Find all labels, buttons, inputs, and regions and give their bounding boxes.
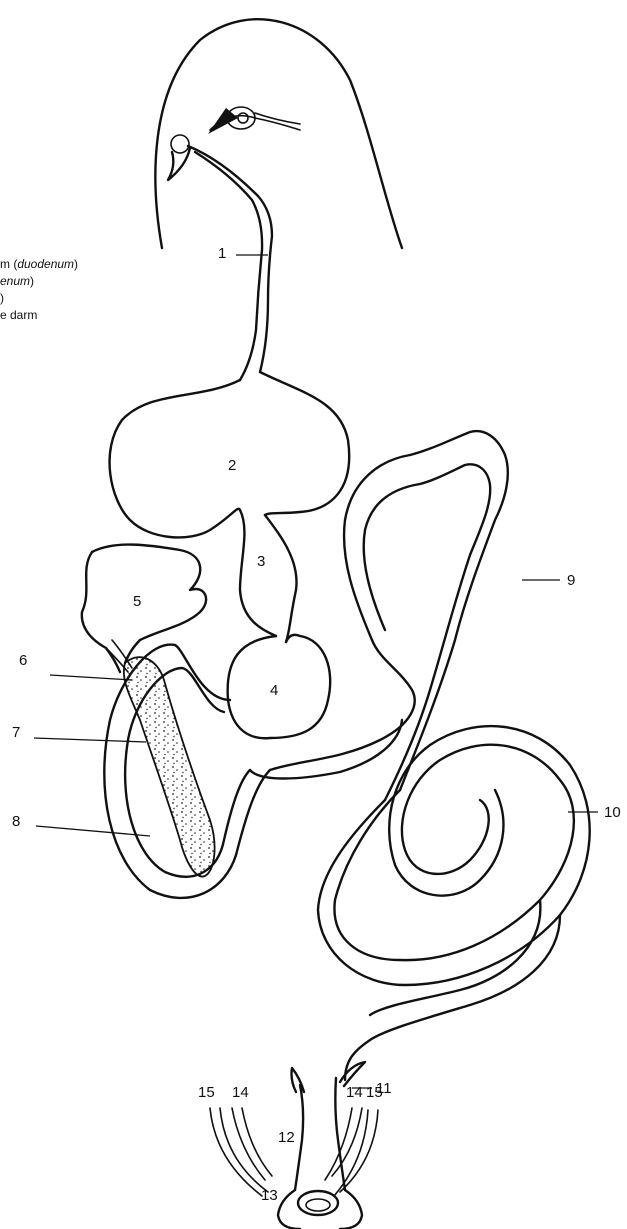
leader-6 [50,675,132,680]
label-13: 13 [261,1187,278,1204]
ceca-right [335,1062,365,1190]
label-6: 6 [19,652,27,669]
label-9: 9 [567,572,575,589]
head-outline [155,19,402,248]
proventriculus [240,510,297,642]
label-5: 5 [133,593,141,610]
label-2: 2 [228,457,236,474]
liver [82,545,206,672]
crop [110,372,350,537]
label-14-left: 14 [232,1084,249,1101]
beak [168,135,190,180]
cloaca [278,1190,362,1229]
duct-14-right [325,1108,362,1180]
esophagus-inner [195,152,262,380]
label-15-left: 15 [198,1084,215,1101]
eye-icon [208,107,300,134]
ileum-connection [250,640,415,779]
label-8: 8 [12,813,20,830]
gizzard [228,635,331,738]
label-15-right: 15 [366,1084,383,1101]
label-1: 1 [218,245,226,262]
label-7: 7 [12,724,20,741]
label-3: 3 [257,553,265,570]
label-14-right: 14 [346,1084,363,1101]
label-4: 4 [270,682,278,699]
jejunum-loop-outer [344,431,508,790]
label-12: 12 [278,1129,295,1146]
duct-15-left [210,1108,268,1196]
esophagus [188,146,272,372]
vent-inner [306,1199,330,1211]
duct-14-left [232,1108,272,1180]
label-10: 10 [604,804,621,821]
rectum [345,900,560,1080]
